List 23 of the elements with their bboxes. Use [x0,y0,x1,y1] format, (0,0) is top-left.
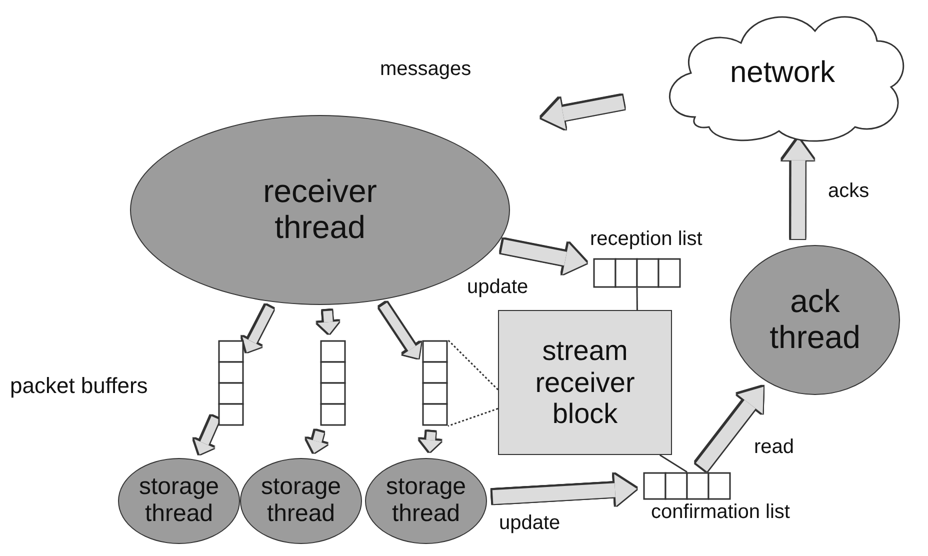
block-rectangle: stream receiver block [498,310,672,455]
thread-ellipse: ack thread [730,245,900,395]
list-label: confirmation list [650,501,791,524]
text-label: packet buffers [8,374,150,398]
thread-ellipse: storage thread [365,458,487,544]
dotted-line [448,408,498,427]
block-arrow [492,474,637,506]
list-label: reception list [590,228,704,251]
connector-line [636,288,638,310]
cloud-label: network [730,56,836,90]
edge-label: update [465,276,530,298]
thread-ellipse: storage thread [240,458,362,544]
dotted-line [447,339,499,390]
edge-label: update [497,512,562,534]
block-arrow [541,95,625,130]
connector-line [659,454,688,473]
block-arrow [194,416,220,454]
block-arrow [696,386,764,472]
block-arrow [782,138,814,240]
block-arrow [317,310,340,334]
block-arrow [420,432,442,452]
thread-ellipse: storage thread [118,458,240,544]
block-arrow [306,430,328,453]
